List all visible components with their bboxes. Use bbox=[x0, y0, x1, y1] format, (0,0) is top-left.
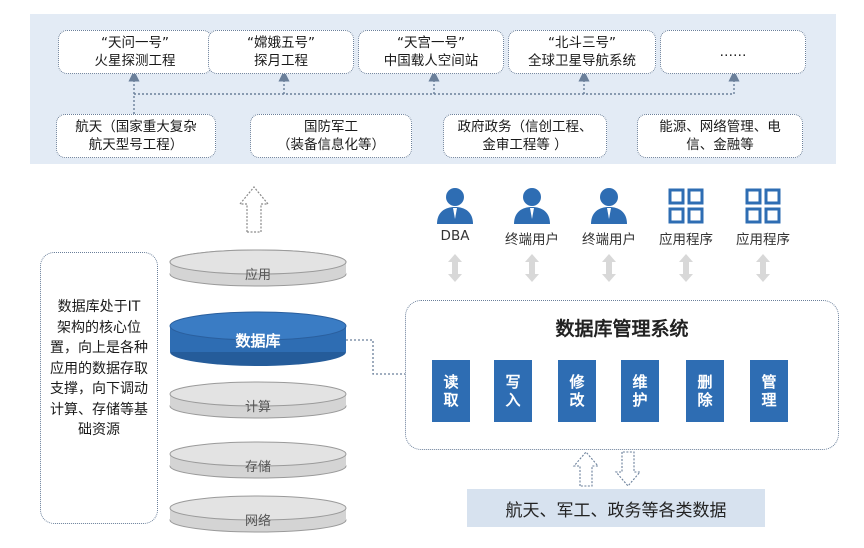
layer-label-compute: 计算 bbox=[244, 400, 271, 415]
operation-manage: 管 理 bbox=[750, 360, 788, 422]
left-note-box: 数据库处于IT 架构的核心位置，向上是各种应用的数据存取支撑，向下调动计算、存储… bbox=[40, 252, 158, 524]
actor-application-2: 应用程序 bbox=[724, 186, 802, 248]
layer-application bbox=[169, 249, 347, 287]
project-desc: 火星探测工程 bbox=[94, 53, 176, 69]
project-name: “北斗三号” bbox=[548, 35, 616, 51]
sector-line: 金审工程等 ） bbox=[482, 137, 568, 153]
sector-line: （装备信息化等） bbox=[277, 137, 385, 153]
operation-char: 修 bbox=[569, 373, 585, 391]
project-box-tianwen: “天问一号” 火星探测工程 bbox=[58, 30, 212, 74]
project-desc: 中国载人空间站 bbox=[383, 53, 479, 69]
sector-line: 能源、网络管理、电 bbox=[659, 119, 781, 135]
project-box-change: “嫦娥五号” 探月工程 bbox=[208, 30, 354, 74]
person-icon bbox=[437, 188, 473, 224]
operation-write: 写 入 bbox=[494, 360, 532, 422]
layer-database bbox=[169, 311, 347, 366]
operation-maintain: 维 护 bbox=[621, 360, 659, 422]
operation-char: 入 bbox=[505, 391, 521, 409]
project-name: “嫦娥五号” bbox=[247, 35, 315, 51]
operation-char: 维 bbox=[632, 373, 648, 391]
person-icon bbox=[591, 188, 627, 224]
actor-label: 应用程序 bbox=[736, 232, 790, 248]
layer-label-application: 应用 bbox=[244, 268, 271, 283]
operation-char: 管 bbox=[761, 373, 777, 391]
grid-icon bbox=[668, 188, 704, 224]
operation-char: 理 bbox=[761, 391, 777, 409]
operation-char: 护 bbox=[632, 391, 648, 409]
sector-line: 航天（国家重大复杂 bbox=[75, 119, 197, 135]
operation-char: 除 bbox=[697, 391, 713, 409]
project-name: …… bbox=[719, 44, 747, 60]
operation-modify: 修 改 bbox=[558, 360, 596, 422]
actor-label: DBA bbox=[440, 228, 470, 244]
left-note-text: 数据库处于IT 架构的核心位置，向上是各种应用的数据存取支撑，向下调动计算、存储… bbox=[50, 299, 148, 438]
operation-char: 写 bbox=[505, 373, 521, 391]
actor-label: 应用程序 bbox=[659, 232, 713, 248]
project-box-tiangong: “天宫一号” 中国载人空间站 bbox=[358, 30, 504, 74]
actor-end-user-2: 终端用户 bbox=[570, 186, 648, 248]
actor-end-user-1: 终端用户 bbox=[493, 186, 571, 248]
data-sources-box: 航天、军工、政务等各类数据 bbox=[467, 489, 765, 527]
project-desc: 全球卫星导航系统 bbox=[528, 53, 636, 69]
layer-label-network: 网络 bbox=[244, 514, 271, 529]
sector-box-aerospace: 航天（国家重大复杂 航天型号工程） bbox=[56, 114, 216, 158]
actor-dba: DBA bbox=[416, 186, 494, 244]
project-desc: 探月工程 bbox=[254, 53, 308, 69]
layer-label-storage: 存储 bbox=[244, 460, 271, 475]
layer-label-database: 数据库 bbox=[235, 332, 281, 350]
person-icon bbox=[514, 188, 550, 224]
sector-line: 政府政务（信创工程、 bbox=[457, 119, 593, 135]
actor-label: 终端用户 bbox=[505, 232, 559, 248]
project-name: “天宫一号” bbox=[397, 35, 465, 51]
sector-line: 航天型号工程） bbox=[88, 137, 184, 153]
operation-read: 读 取 bbox=[432, 360, 470, 422]
project-box-beidou: “北斗三号” 全球卫星导航系统 bbox=[508, 30, 656, 74]
sector-line: 信、金融等 bbox=[686, 137, 754, 153]
actor-label: 终端用户 bbox=[582, 232, 636, 248]
layer-network bbox=[169, 495, 347, 533]
layer-storage bbox=[169, 441, 347, 479]
project-box-more: …… bbox=[660, 30, 806, 74]
operation-char: 删 bbox=[697, 373, 713, 391]
layer-compute bbox=[169, 381, 347, 419]
operation-delete: 删 除 bbox=[686, 360, 724, 422]
dbms-title: 数据库管理系统 bbox=[555, 318, 689, 340]
operation-char: 取 bbox=[443, 391, 459, 409]
actor-application-1: 应用程序 bbox=[647, 186, 725, 248]
layer-stack bbox=[169, 249, 347, 533]
sector-line: 国防军工 bbox=[304, 119, 358, 135]
grid-icon bbox=[745, 188, 781, 224]
sector-box-defense: 国防军工 （装备信息化等） bbox=[250, 114, 412, 158]
sector-box-energy: 能源、网络管理、电 信、金融等 bbox=[637, 114, 803, 158]
operation-char: 读 bbox=[443, 373, 459, 391]
project-name: “天问一号” bbox=[101, 35, 169, 51]
operation-char: 改 bbox=[569, 391, 585, 409]
sector-box-government: 政府政务（信创工程、 金审工程等 ） bbox=[443, 114, 607, 158]
